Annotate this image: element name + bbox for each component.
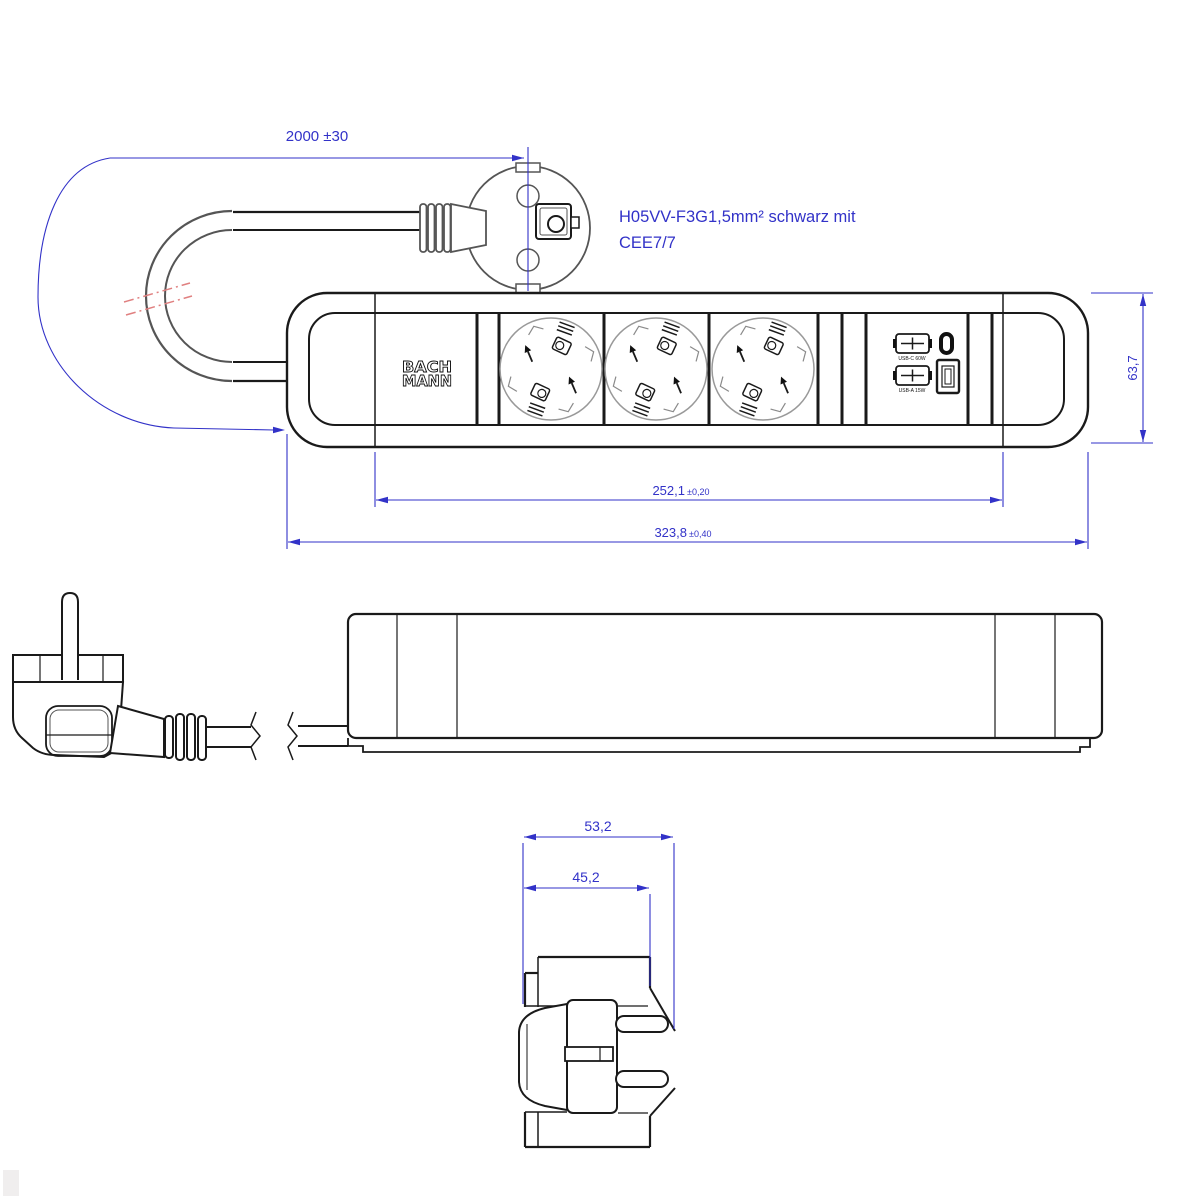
plug-side-view (12, 591, 207, 761)
end-view (518, 955, 676, 1149)
socket-span-tolerance: ±0,20 (687, 487, 709, 497)
bachmann-logo: BACH MANN (402, 358, 453, 391)
module-dividers (475, 313, 994, 425)
usb-a-port (935, 358, 961, 395)
strip-height-dimension: 63,7 (1091, 292, 1153, 444)
dimension-layer: 2000 ±30 H05VV-F3G1,5mm² schwarz mit CEE… (37, 128, 1153, 1029)
battery-icon-usb-a (892, 365, 933, 386)
strip-length-value: 323,8 (654, 525, 687, 540)
usb-module: USB-C 60W USB-A 15W (892, 332, 961, 395)
top-view: BACH MANN USB-C 60W USB-A 15W (123, 162, 1090, 449)
cable-spec-line-1: H05VV-F3G1,5mm² schwarz mit (619, 208, 856, 226)
schuko-socket-1 (499, 317, 603, 421)
plug-end-view (518, 999, 669, 1114)
strip-length-tolerance: ±0,40 (689, 529, 711, 539)
cable-length-dimension: 2000 ±30 (37, 128, 529, 434)
side-view (12, 591, 1104, 761)
plug-pin-lower (615, 1070, 669, 1088)
end-total-width-dimension: 53,2 (522, 818, 675, 1029)
cable-break-symbol-2 (287, 711, 298, 761)
earth-contact-slot (564, 1046, 614, 1062)
strip-side-view (346, 612, 1104, 753)
plug-pin (61, 591, 79, 680)
usb-a-label: USB-A 15W (899, 388, 926, 394)
cable-top-view (144, 209, 421, 383)
usb-c-label: USB-C 60W (898, 356, 926, 362)
strip-length-dimension: 323,8 ±0,40 (286, 434, 1089, 549)
cable-length-text: 2000 ±30 (286, 128, 348, 145)
cable-spec-line-2: CEE7/7 (619, 234, 676, 252)
logo-line-1: BACH (402, 358, 452, 376)
battery-icon-usb-c (892, 333, 933, 354)
watermark-artifact (3, 1170, 19, 1196)
end-body-width-value: 45,2 (572, 869, 599, 885)
cable-spec-note: H05VV-F3G1,5mm² schwarz mit CEE7/7 (619, 208, 856, 252)
logo-line-2: MANN (402, 372, 452, 390)
strip-foot (347, 738, 1091, 753)
end-total-width-value: 53,2 (584, 818, 611, 834)
cable-break-marks (123, 282, 193, 316)
socket-span-dimension: 252,1 ±0,20 (374, 452, 1004, 507)
strip-height-value: 63,7 (1125, 355, 1140, 380)
schuko-socket-3 (711, 317, 815, 421)
cable-side-view (206, 711, 348, 761)
plug-top-view (419, 162, 591, 294)
end-body-width-dimension: 45,2 (524, 869, 651, 986)
socket-span-value: 252,1 (652, 483, 685, 498)
schuko-socket-2 (604, 317, 708, 421)
plug-pin-upper (615, 1015, 669, 1033)
strip-top-view: BACH MANN USB-C 60W USB-A 15W (285, 291, 1090, 449)
cable-break-symbol-1 (250, 711, 261, 761)
